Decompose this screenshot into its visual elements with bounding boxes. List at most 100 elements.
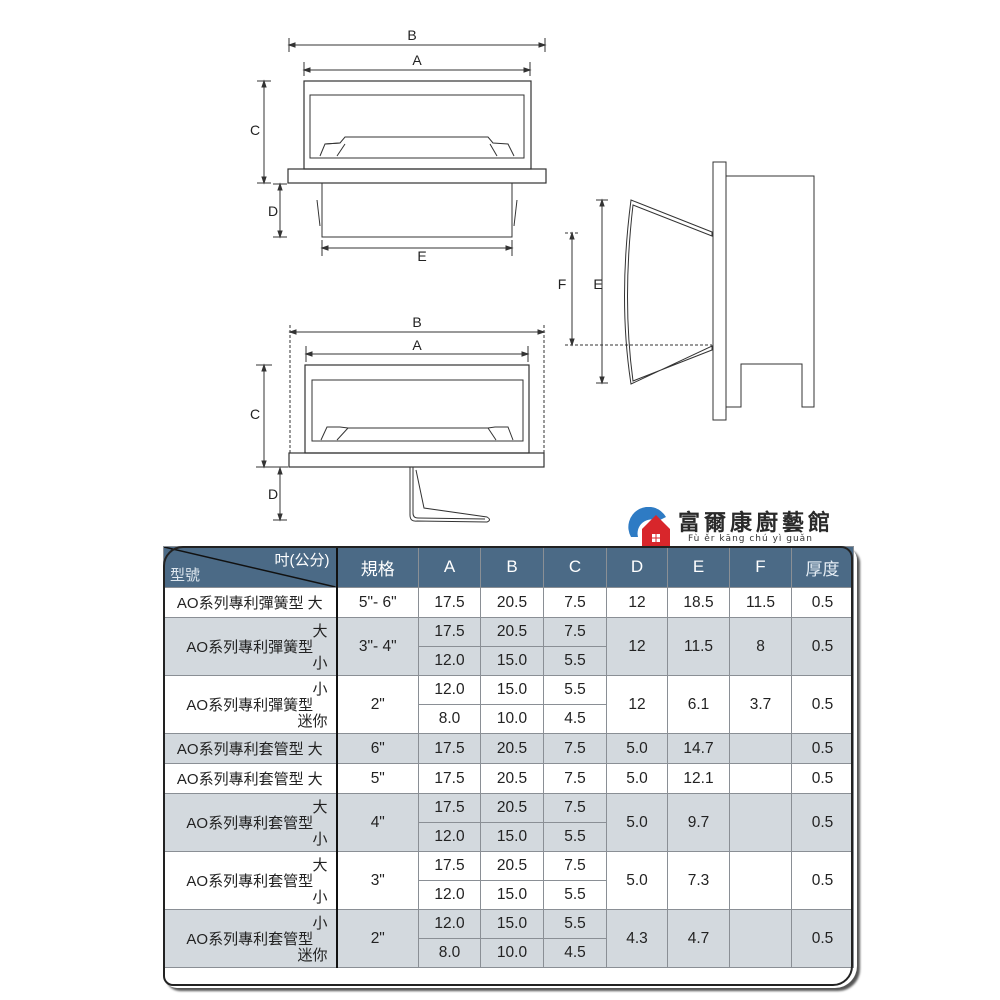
d-cell: 12 <box>606 587 668 618</box>
model-cell: AO系列專利彈簧型大小 <box>163 617 338 676</box>
a-cell: 17.5 <box>418 763 481 794</box>
table-subrow: 12.0 15.0 5.5 <box>164 822 854 852</box>
table-row: AO系列專利套管型小迷你 2" 12.0 15.0 5.5 4.3 4.7 0.… <box>163 909 854 968</box>
model-cell: AO系列專利套管型大 <box>163 763 338 794</box>
dim-label-e: E <box>417 248 426 264</box>
dim-label-a: A <box>412 337 422 353</box>
b-cell: 10.0 <box>480 938 544 968</box>
front-view-sleeve-diagram: B A C D <box>250 314 546 523</box>
a-cell: 17.5 <box>418 793 481 823</box>
thickness-cell: 0.5 <box>791 793 854 852</box>
model-cell: AO系列專利彈簧型小迷你 <box>163 675 338 734</box>
dim-label-b: B <box>412 314 421 330</box>
f-cell <box>729 733 792 764</box>
b-cell: 20.5 <box>480 617 544 647</box>
table-subrow: 8.0 10.0 4.5 <box>164 938 854 968</box>
spec-cell: 5"- 6" <box>336 587 419 618</box>
table-row: AO系列專利套管型大 5" 17.5 20.5 7.5 5.0 12.1 0.5 <box>163 763 854 794</box>
a-cell: 17.5 <box>418 617 481 647</box>
spec-table: 吋(公分) 型號 規格 A B C D E F 厚度 AO系列專利彈簧型大 5"… <box>163 546 854 968</box>
a-cell: 8.0 <box>418 938 481 968</box>
a-cell: 17.5 <box>418 733 481 764</box>
dim-label-c: C <box>250 122 260 138</box>
c-cell: 5.5 <box>543 880 607 910</box>
f-cell: 8 <box>729 617 792 676</box>
spec-cell: 2" <box>336 909 419 968</box>
b-cell: 15.0 <box>480 675 544 705</box>
b-cell: 20.5 <box>480 587 544 618</box>
c-cell: 5.5 <box>543 822 607 852</box>
spec-cell: 3"- 4" <box>336 617 419 676</box>
brand-logo: 富爾康廚藝館 Fù ěr kāng chú yì guǎn <box>628 505 848 549</box>
a-cell: 8.0 <box>418 704 481 734</box>
model-cell: AO系列專利套管型大小 <box>163 851 338 910</box>
e-cell: 9.7 <box>667 793 730 852</box>
dim-label-f: F <box>558 276 567 292</box>
e-cell: 7.3 <box>667 851 730 910</box>
table-subrow: 8.0 10.0 4.5 <box>164 704 854 734</box>
table-header-row: 吋(公分) 型號 規格 A B C D E F 厚度 <box>163 546 854 588</box>
b-cell: 15.0 <box>480 646 544 676</box>
dim-label-e: E <box>593 276 602 292</box>
table-row: AO系列專利彈簧型小迷你 2" 12.0 15.0 5.5 12 6.1 3.7… <box>163 675 854 734</box>
c-cell: 5.5 <box>543 909 607 939</box>
d-cell: 5.0 <box>606 851 668 910</box>
d-cell: 4.3 <box>606 909 668 968</box>
spec-cell: 6" <box>336 733 419 764</box>
header-corner: 吋(公分) 型號 <box>163 546 338 588</box>
header-b: B <box>480 546 544 588</box>
logo-subtitle: Fù ěr kāng chú yì guǎn <box>688 534 813 544</box>
d-cell: 12 <box>606 617 668 676</box>
d-cell: 5.0 <box>606 763 668 794</box>
header-unit-label: 吋(公分) <box>274 552 330 569</box>
model-cell: AO系列專利彈簧型大 <box>163 587 338 618</box>
f-cell <box>729 909 792 968</box>
thickness-cell: 0.5 <box>791 733 854 764</box>
spec-table-container: 吋(公分) 型號 規格 A B C D E F 厚度 AO系列專利彈簧型大 5"… <box>163 546 854 986</box>
header-e: E <box>667 546 730 588</box>
table-row: AO系列專利彈簧型大小 3"- 4" 17.5 20.5 7.5 12 11.5… <box>163 617 854 676</box>
spec-cell: 5" <box>336 763 419 794</box>
a-cell: 12.0 <box>418 675 481 705</box>
house-icon <box>628 507 670 549</box>
d-cell: 5.0 <box>606 793 668 852</box>
thickness-cell: 0.5 <box>791 763 854 794</box>
a-cell: 17.5 <box>418 587 481 618</box>
header-model-label: 型號 <box>170 567 201 584</box>
b-cell: 20.5 <box>480 793 544 823</box>
a-cell: 12.0 <box>418 909 481 939</box>
header-a: A <box>418 546 481 588</box>
c-cell: 7.5 <box>543 851 607 881</box>
b-cell: 20.5 <box>480 851 544 881</box>
table-subrow: 12.0 15.0 5.5 <box>164 880 854 910</box>
f-cell <box>729 793 792 852</box>
e-cell: 12.1 <box>667 763 730 794</box>
a-cell: 17.5 <box>418 851 481 881</box>
side-view-diagram: F E <box>558 161 815 421</box>
thickness-cell: 0.5 <box>791 587 854 618</box>
c-cell: 7.5 <box>543 587 607 618</box>
table-row: AO系列專利彈簧型大 5"- 6" 17.5 20.5 7.5 12 18.5 … <box>163 587 854 618</box>
spec-cell: 2" <box>336 675 419 734</box>
c-cell: 5.5 <box>543 675 607 705</box>
table-subrow: 12.0 15.0 5.5 <box>164 646 854 676</box>
c-cell: 7.5 <box>543 793 607 823</box>
c-cell: 4.5 <box>543 938 607 968</box>
b-cell: 15.0 <box>480 909 544 939</box>
c-cell: 7.5 <box>543 617 607 647</box>
b-cell: 10.0 <box>480 704 544 734</box>
logo-title: 富爾康廚藝館 <box>678 510 835 536</box>
a-cell: 12.0 <box>418 646 481 676</box>
f-cell <box>729 851 792 910</box>
b-cell: 15.0 <box>480 822 544 852</box>
e-cell: 14.7 <box>667 733 730 764</box>
f-cell: 3.7 <box>729 675 792 734</box>
model-cell: AO系列專利套管型小迷你 <box>163 909 338 968</box>
d-cell: 5.0 <box>606 733 668 764</box>
model-cell: AO系列專利套管型大小 <box>163 793 338 852</box>
e-cell: 18.5 <box>667 587 730 618</box>
spec-cell: 4" <box>336 793 419 852</box>
dim-label-b: B <box>407 27 416 43</box>
c-cell: 7.5 <box>543 733 607 764</box>
e-cell: 11.5 <box>667 617 730 676</box>
